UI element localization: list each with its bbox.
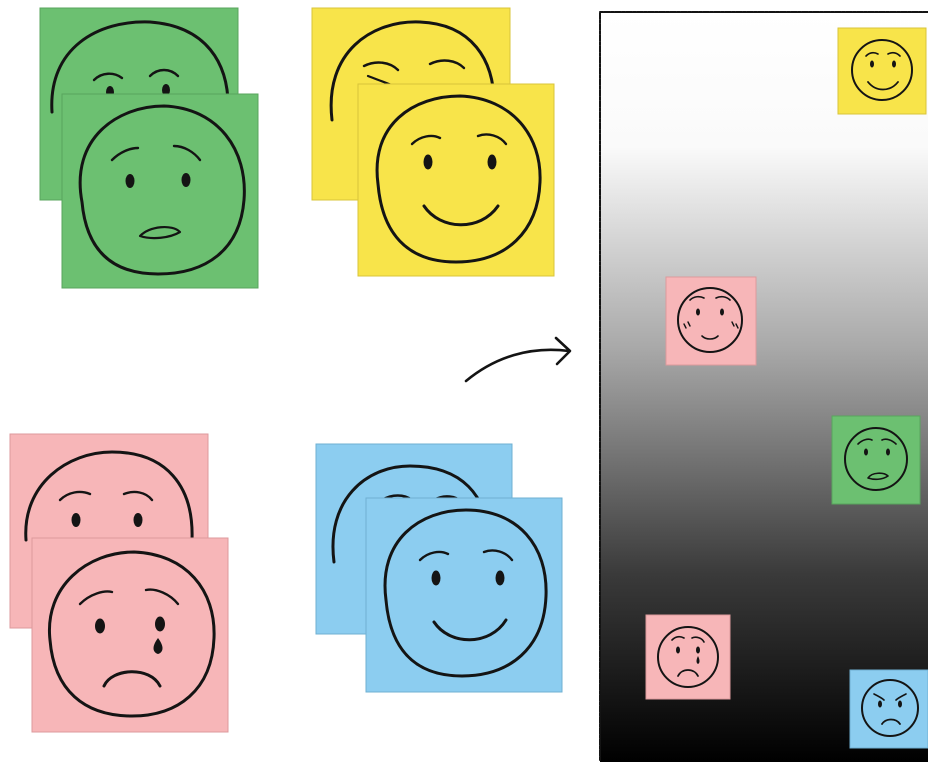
pink-front-note [32,538,228,732]
board-note-pink-blush [666,277,756,365]
yellow-stack [312,8,554,276]
green-stack [40,8,258,288]
green-front-note [62,94,258,288]
blue-front-note [366,498,562,692]
curved-arrow-icon [466,338,570,381]
board-note-pink-crying [646,615,730,699]
board-note-green [832,416,920,504]
pink-stack [10,434,228,732]
board-note-blue [850,670,928,748]
board-note-yellow [838,28,926,114]
yellow-front-note [358,84,554,276]
blue-stack [316,444,562,692]
